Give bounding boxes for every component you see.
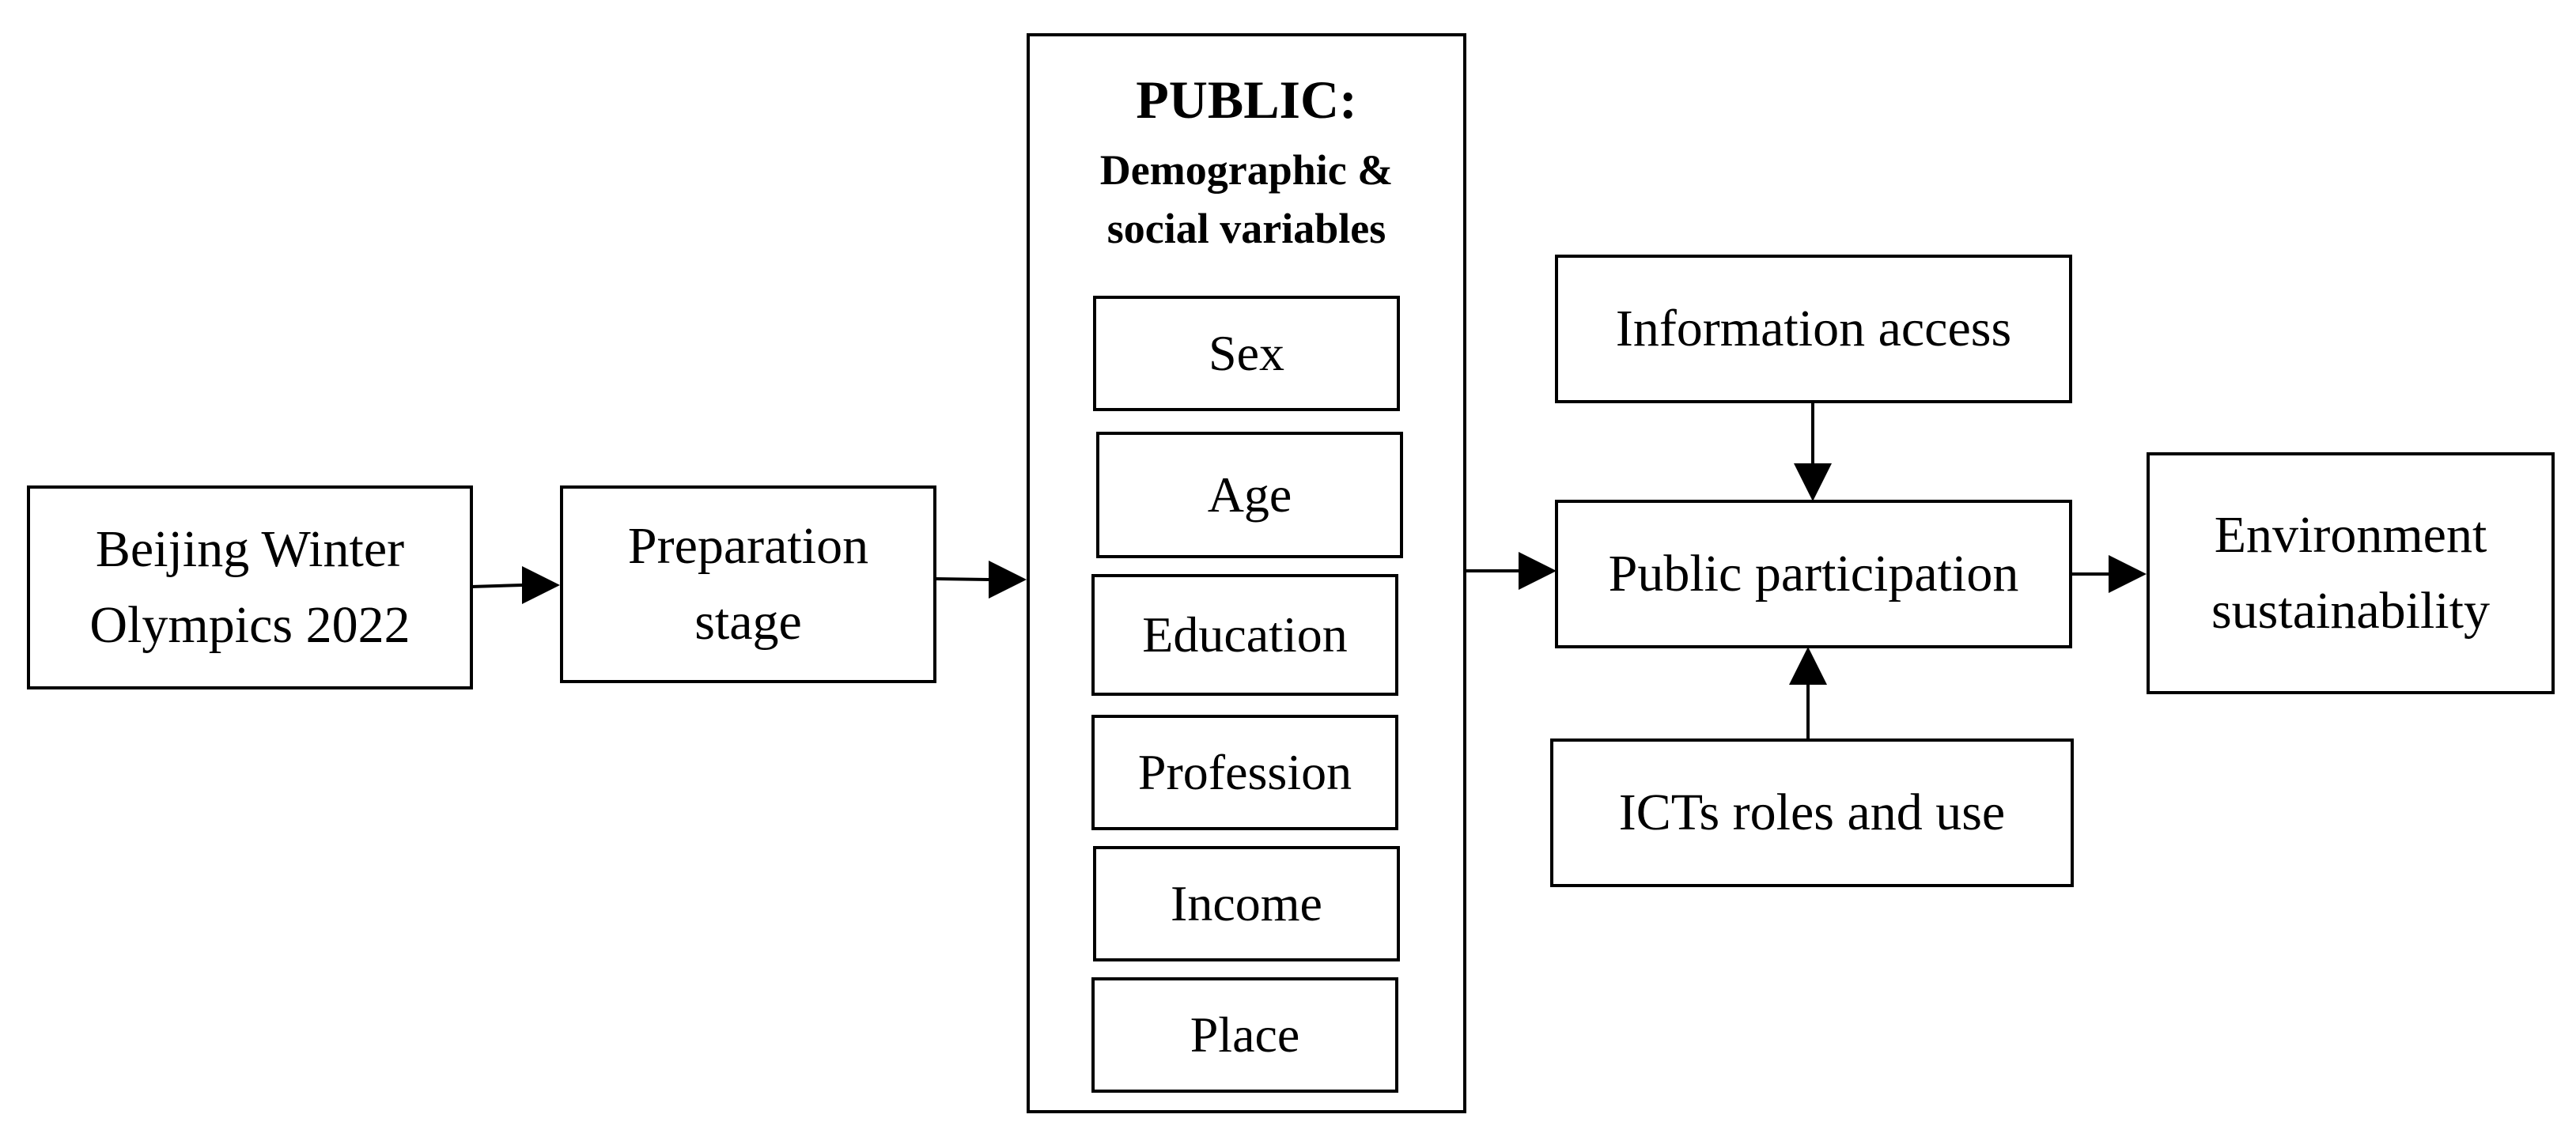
edge-public-to-participation <box>1465 552 1557 590</box>
variable-sex: Sex <box>1093 296 1400 411</box>
node-icts-roles-and-use: ICTs roles and use <box>1550 738 2074 887</box>
node-preparation-line-2: stage <box>694 593 802 651</box>
node-public-participation: Public participation <box>1555 500 2072 648</box>
public-subtitle-line-1: Demographic & <box>1099 146 1394 194</box>
node-environment-sustainability: Environment sustainability <box>2147 452 2555 694</box>
node-information-access-label: Information access <box>1615 300 2012 358</box>
node-preparation-line-1: Preparation <box>627 517 869 576</box>
edge-information-to-participation <box>1794 402 1832 501</box>
variable-education: Education <box>1091 574 1398 696</box>
variable-profession: Profession <box>1091 715 1398 830</box>
public-subtitle-line-2: social variables <box>1106 205 1386 252</box>
edge-preparation-to-public <box>934 561 1027 599</box>
node-public-participation-label: Public participation <box>1608 545 2019 603</box>
node-environment-line-1: Environment <box>2214 506 2487 565</box>
node-beijing-line-2: Olympics 2022 <box>89 596 410 654</box>
edge-beijing-to-preparation <box>471 566 560 604</box>
edge-icts-to-participation <box>1789 647 1827 740</box>
node-icts-label: ICTs roles and use <box>1618 784 2006 842</box>
edge-participation-to-environment <box>2069 555 2147 593</box>
public-title: PUBLIC: <box>1136 70 1357 130</box>
node-beijing-line-1: Beijing Winter <box>95 520 405 579</box>
variable-age: Age <box>1096 432 1403 558</box>
node-preparation-stage: Preparation stage <box>560 485 936 683</box>
variable-place: Place <box>1091 977 1398 1093</box>
node-environment-line-2: sustainability <box>2211 582 2490 640</box>
node-public-container: PUBLIC: Demographic & social variables S… <box>1027 33 1466 1113</box>
variable-income: Income <box>1093 846 1400 961</box>
node-beijing-winter-olympics: Beijing Winter Olympics 2022 <box>27 485 473 689</box>
node-information-access: Information access <box>1555 255 2072 403</box>
